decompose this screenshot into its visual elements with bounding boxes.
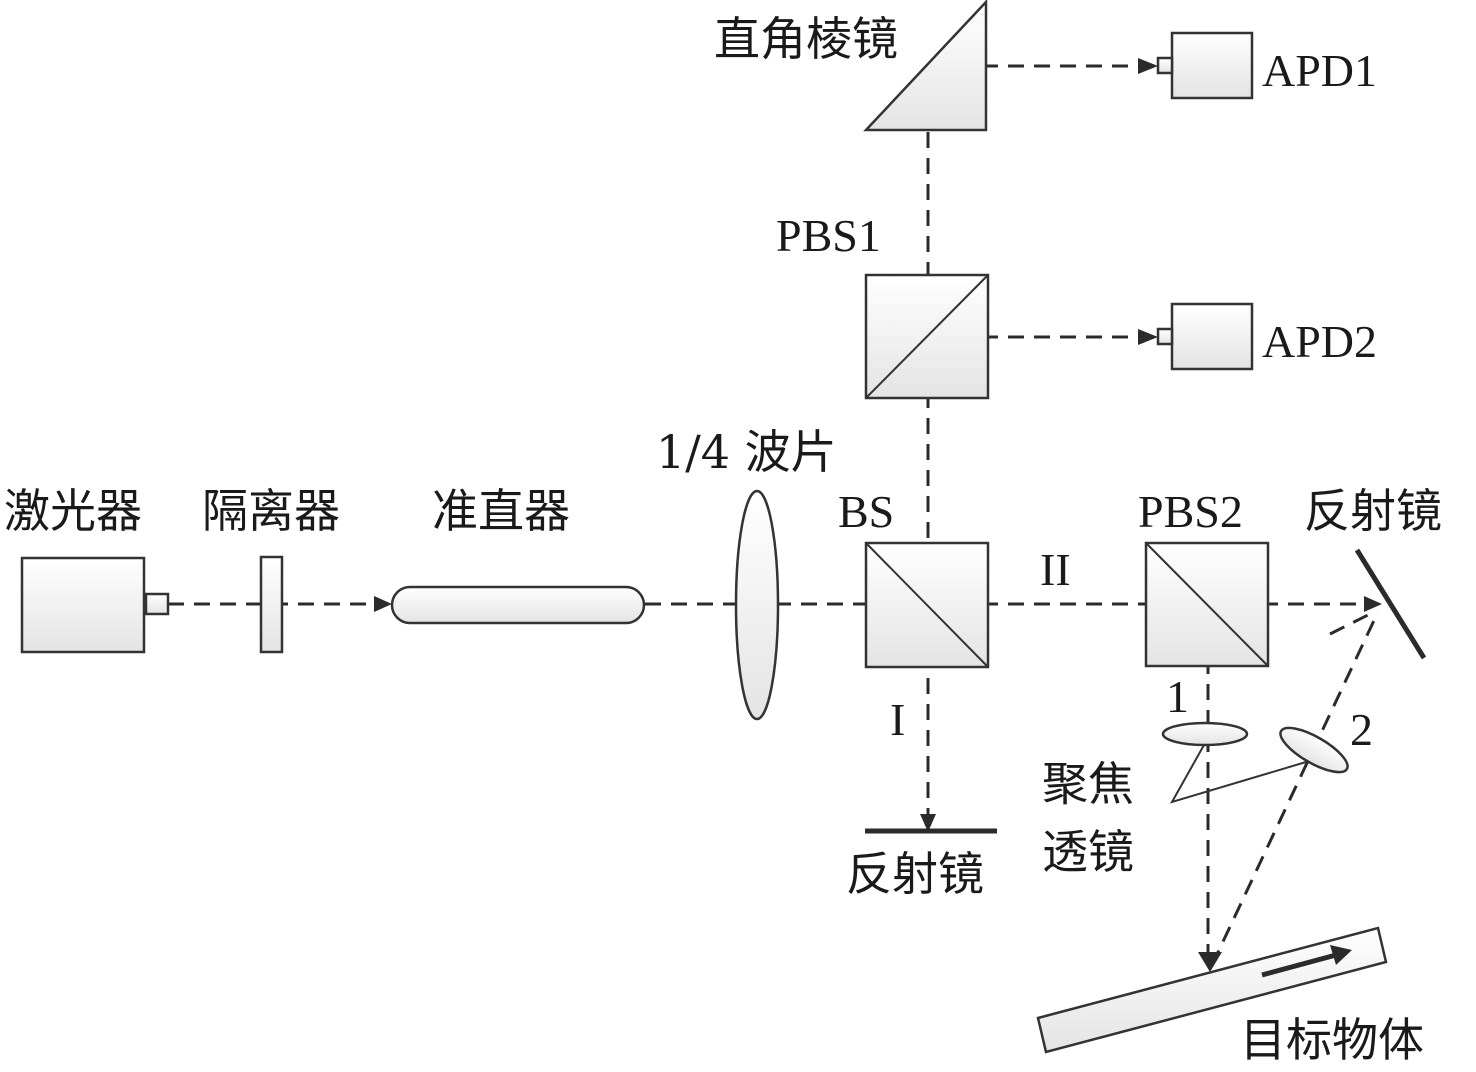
label-target: 目标物体	[1240, 1013, 1424, 1067]
label-bs: BS	[838, 486, 894, 537]
label-mirror-right: 反射镜	[1304, 484, 1442, 538]
label-right-angle-prism: 直角棱镜	[714, 12, 898, 66]
apd1-window	[1156, 56, 1174, 75]
focus-lens-leader	[1169, 744, 1307, 804]
label-lens-2: 2	[1350, 704, 1373, 755]
pbs1-diagonal	[865, 274, 989, 399]
arrow-into-collimator	[374, 596, 392, 612]
target-plate	[1036, 926, 1388, 1054]
arrow-into-right-mirror	[1364, 596, 1382, 612]
bs-diagonal	[865, 542, 989, 668]
arrow-into-apd1	[1138, 58, 1158, 74]
motion-arrow-head	[1330, 945, 1352, 965]
label-collimator: 准直器	[432, 484, 570, 538]
label-lens-1: 1	[1166, 671, 1189, 722]
label-mirror-bottom: 反射镜	[846, 847, 984, 901]
arrow-down-target	[1198, 952, 1222, 972]
pbs2	[1144, 541, 1270, 668]
label-isolator: 隔离器	[202, 484, 340, 538]
label-pbs2: PBS2	[1138, 486, 1243, 537]
quarter-wave-plate	[734, 489, 780, 721]
mirror-right	[1354, 548, 1427, 660]
label-focus-lens-line2: 透镜	[1042, 825, 1134, 879]
label-apd1: APD1	[1262, 45, 1377, 96]
label-apd2: APD2	[1262, 316, 1377, 367]
label-laser: 激光器	[4, 484, 142, 538]
label-beam-I: I	[890, 694, 905, 745]
right-angle-prism	[863, 0, 988, 132]
isolator	[259, 555, 284, 654]
collimator	[390, 585, 646, 625]
apd1-body	[1170, 31, 1254, 100]
apd2-window	[1156, 327, 1174, 346]
label-quarter-wave-plate: 1/4 波片	[656, 425, 837, 479]
apd1	[1156, 31, 1254, 100]
label-focus-lens-line1: 聚焦	[1042, 757, 1134, 811]
focus-lens-2	[1279, 726, 1349, 774]
pbs1	[864, 273, 990, 400]
arrow-down-mirror	[920, 814, 936, 832]
arrow-into-apd2	[1138, 329, 1158, 345]
beam-mirror-reflect-short	[1329, 612, 1371, 636]
target-object	[1036, 926, 1388, 1054]
label-beam-II: II	[1040, 544, 1071, 595]
motion-arrow-shaft	[1261, 952, 1337, 978]
apd2	[1156, 302, 1254, 371]
beam-splitter-bs	[864, 541, 990, 669]
laser-aperture	[144, 592, 170, 616]
laser-body	[20, 556, 146, 654]
pbs2-diagonal	[1145, 542, 1269, 667]
beam-target-to-mirror	[1210, 611, 1380, 966]
apd2-body	[1170, 302, 1254, 371]
focus-lens-1	[1161, 721, 1249, 747]
label-pbs1: PBS1	[776, 210, 881, 261]
laser	[20, 556, 170, 654]
labels: 激光器 隔离器 准直器 1/4 波片 BS PBS1 直角棱镜 APD1 APD…	[4, 12, 1442, 1067]
